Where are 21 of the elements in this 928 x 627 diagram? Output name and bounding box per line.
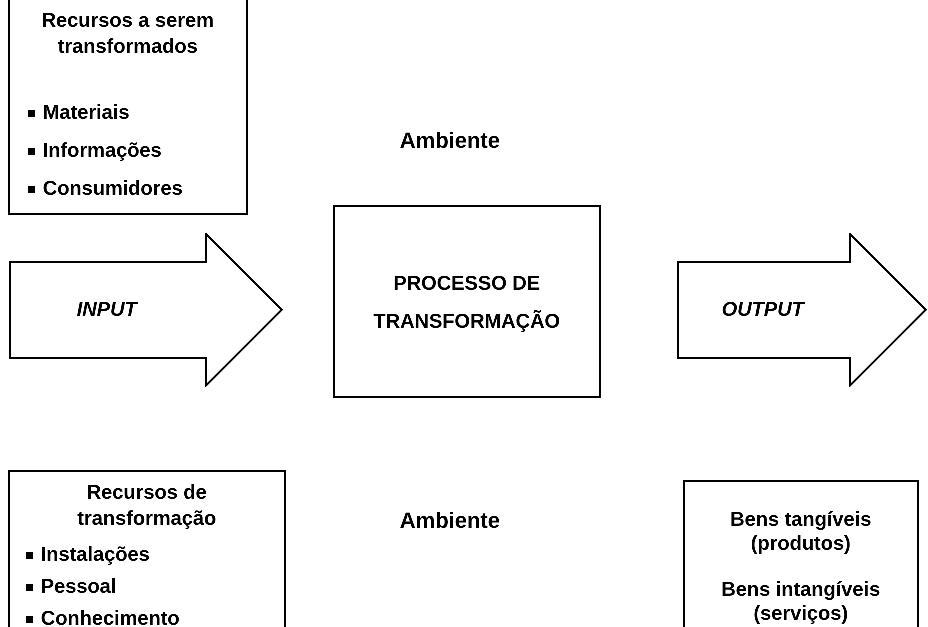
- output-item: Bens tangíveis (produtos): [729, 508, 873, 556]
- list-item: Conhecimento: [41, 608, 180, 627]
- list-item: Instalações: [41, 544, 150, 566]
- text-box: [683, 480, 919, 627]
- block-arrow: [676, 233, 928, 387]
- output-item: Bens intangíveis (serviços): [720, 578, 882, 626]
- environment-label: Ambiente: [400, 128, 500, 154]
- list-item: Consumidores: [43, 177, 184, 202]
- text-box: [8, 0, 248, 215]
- box-heading: Recursos a serem transformados: [40, 9, 216, 60]
- box-heading: Recursos de transformação: [76, 481, 218, 532]
- text-box: [8, 470, 286, 627]
- process-label: PROCESSO DE TRANSFORMAÇÃO: [372, 272, 562, 335]
- environment-label: Ambiente: [400, 508, 500, 534]
- text-box: [333, 205, 601, 398]
- list-item: Informações: [43, 139, 162, 164]
- arrow-label: INPUT: [76, 298, 140, 323]
- block-arrow: [8, 233, 284, 387]
- list-item: Pessoal: [41, 576, 117, 598]
- list-item: Materiais: [43, 101, 130, 126]
- arrow-label: OUTPUT: [720, 298, 806, 323]
